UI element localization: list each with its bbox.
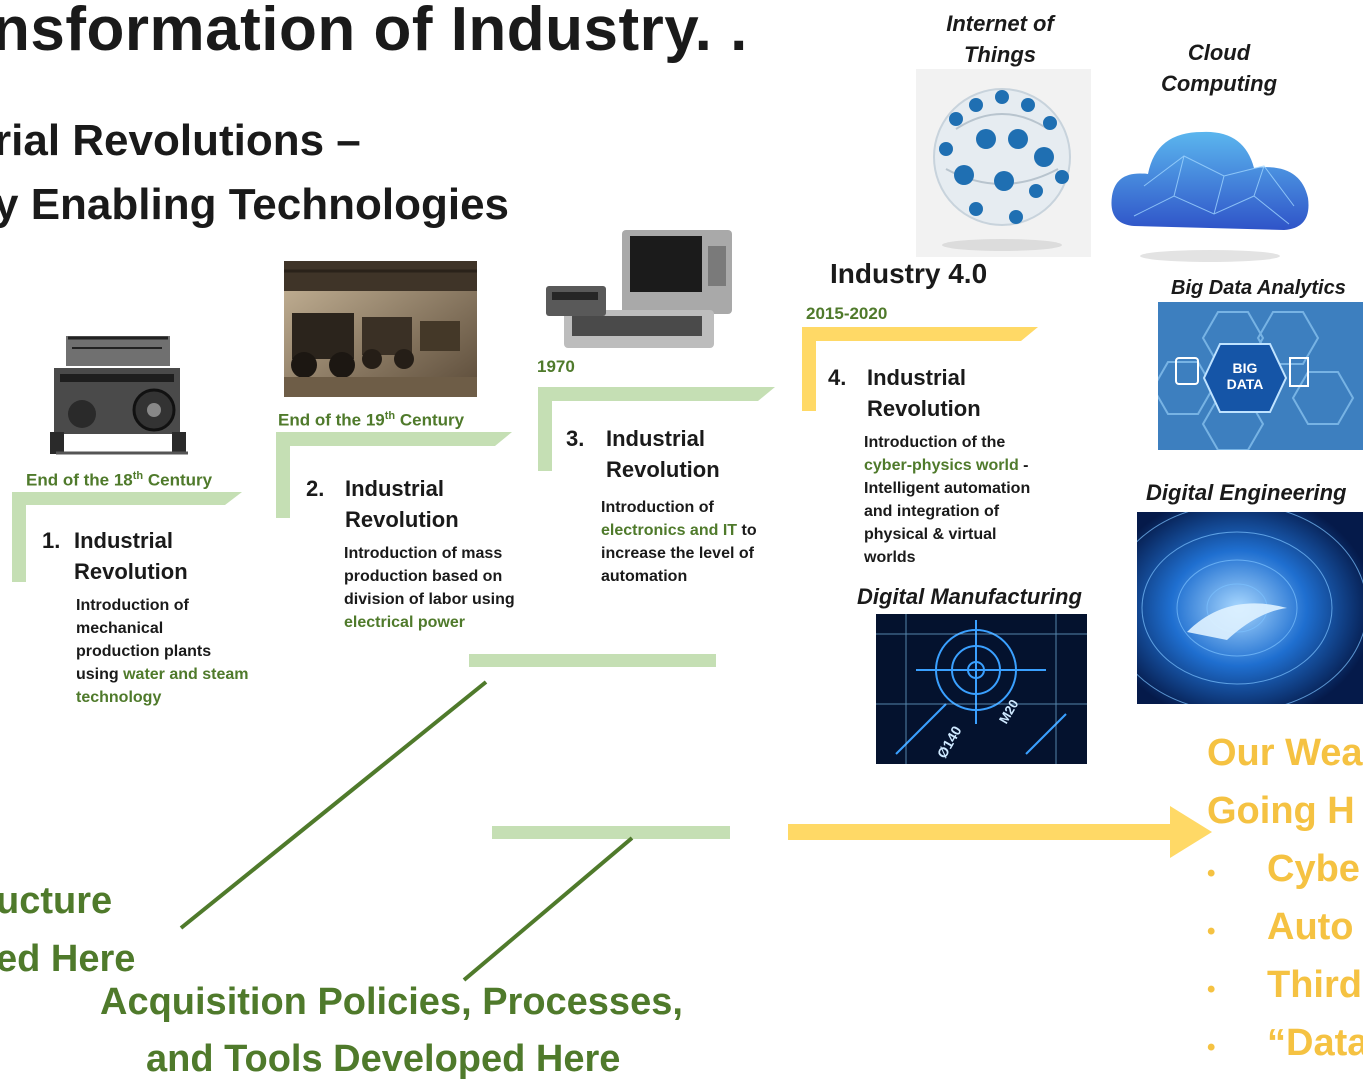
digital-engineering-image [1137, 512, 1363, 704]
leader-line-1 [179, 680, 488, 930]
step-1-description: Introduction of mechanical production pl… [76, 597, 249, 706]
step-3-date: 1970 [537, 357, 575, 376]
left-green-text-2: ed Here [0, 938, 136, 980]
step-3-number: 3. [566, 426, 585, 451]
digital-manufacturing-image: M20 Ø140 [876, 614, 1087, 764]
bullet-item-1: •Cybe [1207, 848, 1360, 890]
iot-globe-image [916, 69, 1091, 257]
step-4-date: 2015-2020 [806, 304, 888, 323]
step-4-description: Introduction of the cyber-physics world … [864, 434, 1031, 566]
center-green-text-1: Acquisition Policies, Processes, [100, 981, 683, 1023]
bullet-item-4: •“Data [1207, 1022, 1363, 1064]
step-1-bracket [12, 492, 242, 582]
upper-green-bar [469, 654, 716, 667]
step-4-bracket [802, 327, 1038, 411]
gold-arrow [788, 806, 1212, 858]
subtitle-line-2: y Enabling Technologies [0, 180, 510, 229]
lower-green-bar [492, 826, 730, 839]
bullet-item-3: •Third [1207, 964, 1362, 1006]
step-4-number: 4. [828, 365, 847, 390]
left-green-text-1: ucture [0, 880, 113, 922]
assembly-line-photo [284, 261, 477, 397]
step-1-date: End of the 18th Century [26, 470, 213, 490]
right-gold-text-1: Our Wea [1207, 732, 1363, 774]
step-1-number: 1. [42, 528, 61, 553]
bigdata-caption: Big Data Analytics [1171, 277, 1346, 299]
step-2-bracket [276, 432, 512, 518]
cloud-computing-image [1104, 96, 1319, 271]
step-2-description: Introduction of mass production based on… [344, 545, 515, 631]
step-2-date: End of the 19th Century [278, 410, 465, 430]
digital-engineering-caption: Digital Engineering [1146, 480, 1347, 505]
industry-4-label: Industry 4.0 [830, 258, 988, 289]
step-3-description: Introduction of electronics and IT to in… [601, 499, 757, 585]
loom-image [42, 318, 194, 458]
leader-line-2 [462, 836, 634, 982]
page-title: nsformation of Industry. . [0, 0, 748, 64]
right-gold-text-2: Going H [1207, 790, 1355, 832]
center-green-text-2: and Tools Developed Here [146, 1038, 621, 1080]
subtitle-line-1: rial Revolutions – [0, 116, 361, 165]
digital-manufacturing-caption: Digital Manufacturing [857, 584, 1082, 609]
computer-image [544, 226, 744, 356]
bullet-item-2: •Auto [1207, 906, 1354, 948]
step-3-bracket [538, 387, 775, 471]
step-2-number: 2. [306, 476, 325, 501]
